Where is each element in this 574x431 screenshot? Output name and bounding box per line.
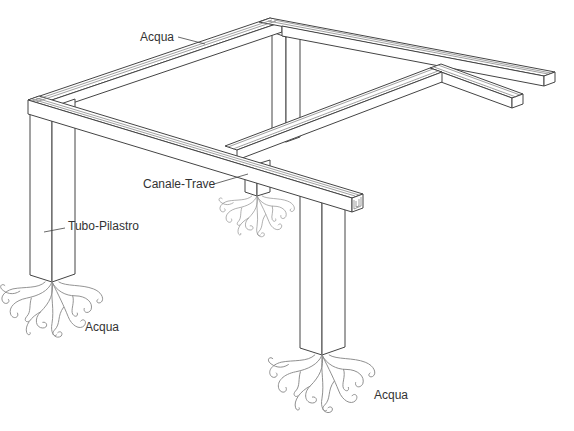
leader-line (44, 228, 65, 232)
right-pillar (322, 189, 345, 355)
beam-top (259, 18, 555, 76)
part-label: Acqua (140, 30, 174, 44)
part-label: Tubo-Pilastro (68, 219, 139, 233)
part-label: Acqua (85, 320, 119, 334)
beam-face (28, 100, 352, 212)
part-label: Canale-Trave (143, 177, 215, 191)
channel-end (352, 194, 363, 212)
beam-top (225, 68, 442, 150)
beam-top (28, 18, 282, 104)
left-pillar (30, 100, 52, 282)
leader-line (214, 174, 248, 184)
leader-line (178, 37, 205, 44)
channel-end (544, 72, 555, 86)
water-roots (268, 355, 374, 413)
right-pillar (300, 190, 322, 355)
beam-face (40, 22, 282, 114)
beam-top (28, 96, 363, 198)
water-roots (219, 196, 294, 237)
part-label: Acqua (374, 388, 408, 402)
channel-grooves (32, 20, 551, 209)
beam-face (237, 72, 442, 160)
